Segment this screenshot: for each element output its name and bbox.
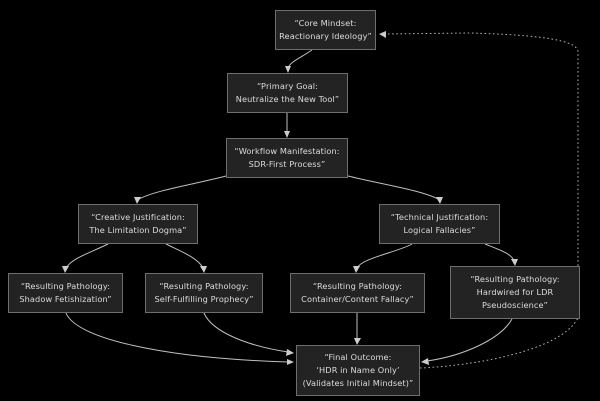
hardwired-ldr-pseudoscience-line-2: Hardwired for LDR <box>476 287 554 297</box>
core-mindset-line-1: “Core Mindset: <box>294 18 357 28</box>
primary-goal-line-2: Neutralize the New Tool” <box>235 94 340 104</box>
edge-container-to-final <box>354 313 361 345</box>
edge-shadow-to-final <box>65 312 294 365</box>
shadow-fetishization-line-2: Shadow Fetishization” <box>19 294 112 304</box>
edge-workflow-to-creative <box>134 175 227 204</box>
core-mindset-node[interactable]: “Core Mindset: Reactionary Ideology” <box>275 10 376 50</box>
edge-final-to-core-feedback <box>379 31 579 369</box>
edge-primary-to-workflow <box>284 113 290 138</box>
final-outcome-line-1: “Final Outcome: <box>324 352 392 362</box>
edge-creative-to-shadow <box>62 243 109 273</box>
edge-prophecy-to-final <box>203 312 294 356</box>
shadow-fetishization-node[interactable]: “Resulting Pathology: Shadow Fetishizati… <box>8 273 123 313</box>
final-outcome-node[interactable]: “Final Outcome: ‘HDR in Name Only’ (Vali… <box>296 345 420 396</box>
workflow-manifestation-line-2: SDR-First Process” <box>248 159 326 169</box>
container-content-fallacy-line-1: “Resulting Pathology: <box>312 281 403 291</box>
edge-creative-to-prophecy <box>165 243 207 273</box>
workflow-manifestation-line-1: “Workflow Manifestation: <box>234 146 340 156</box>
self-fulfilling-prophecy-line-2: Self-Fulfilling Prophecy” <box>154 294 254 304</box>
primary-goal-line-1: “Primary Goal: <box>256 81 319 91</box>
container-content-fallacy-line-2: Container/Content Fallacy” <box>301 294 414 304</box>
edge-hardwired-to-final <box>421 318 513 365</box>
final-outcome-line-2: ‘HDR in Name Only’ <box>316 365 400 375</box>
creative-justification-line-1: “Creative Justification: <box>91 212 185 222</box>
workflow-manifestation-node[interactable]: “Workflow Manifestation: SDR-First Proce… <box>226 138 348 178</box>
technical-justification-line-2: Logical Fallacies” <box>403 225 476 235</box>
edge-technical-to-hardwired <box>484 243 518 266</box>
self-fulfilling-prophecy-node[interactable]: “Resulting Pathology: Self-Fulfilling Pr… <box>145 273 263 313</box>
hardwired-ldr-pseudoscience-line-3: Pseudoscience” <box>482 300 548 310</box>
self-fulfilling-prophecy-line-1: “Resulting Pathology: <box>159 281 249 291</box>
container-content-fallacy-node[interactable]: “Resulting Pathology: Container/Content … <box>290 273 425 313</box>
primary-goal-node[interactable]: “Primary Goal: Neutralize the New Tool” <box>227 73 348 113</box>
edge-workflow-to-technical <box>347 175 443 204</box>
creative-justification-line-2: The Limitation Dogma” <box>89 225 187 235</box>
edge-core-to-primary <box>285 49 313 73</box>
creative-justification-node[interactable]: “Creative Justification: The Limitation … <box>78 204 198 244</box>
hardwired-ldr-pseudoscience-line-1: “Resulting Pathology: <box>470 274 560 284</box>
core-mindset-line-2: Reactionary Ideology” <box>279 31 372 41</box>
hardwired-ldr-pseudoscience-node[interactable]: “Resulting Pathology: Hardwired for LDR … <box>450 266 580 319</box>
edge-technical-to-container <box>353 243 413 273</box>
final-outcome-line-3: (Validates Initial Mindset)” <box>302 378 414 388</box>
shadow-fetishization-line-1: “Resulting Pathology: <box>20 281 111 291</box>
technical-justification-line-1: “Technical Justification: <box>390 212 489 222</box>
technical-justification-node[interactable]: “Technical Justification: Logical Fallac… <box>379 204 500 244</box>
